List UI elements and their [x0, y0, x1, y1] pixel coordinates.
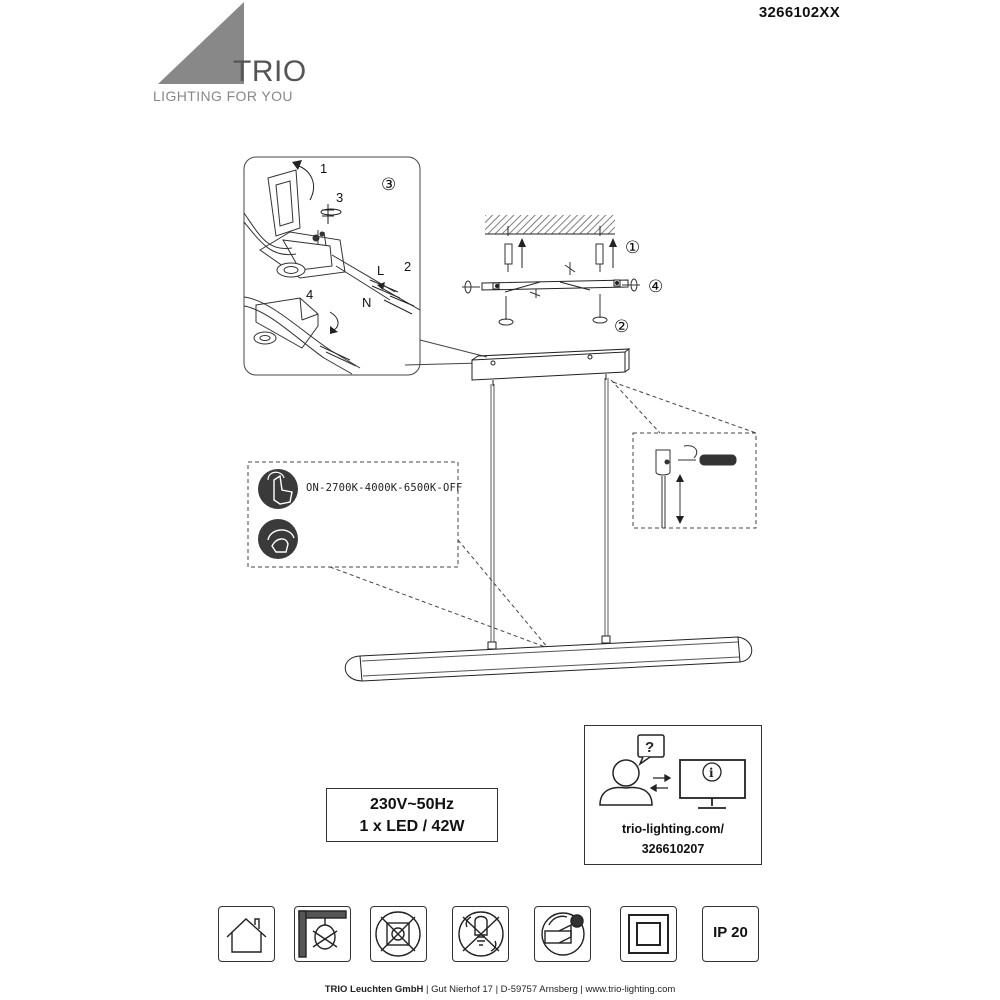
- online-info-box: trio-lighting.com/ 326610207: [584, 725, 762, 865]
- suspension-wire-left: [490, 384, 495, 646]
- switch-sequence-label: ON-2700K-4000K-6500K-OFF: [306, 482, 463, 494]
- indoor-house-icon: [218, 906, 275, 962]
- swipe-icon: [258, 519, 298, 559]
- step-1-label: 1: [320, 161, 327, 176]
- ip-rating-icon: IP 20: [702, 906, 759, 962]
- monitor-info-icon: [679, 759, 746, 809]
- wire-label-l: L: [377, 263, 384, 278]
- info-url[interactable]: trio-lighting.com/ 326610207: [585, 819, 761, 859]
- info-url-line1: trio-lighting.com/: [621, 822, 725, 836]
- footer-address: | Gut Nierhof 17 | D-59757 Arnsberg | ww…: [423, 984, 676, 995]
- person-icon: [599, 759, 653, 806]
- touch-icon: [258, 469, 298, 509]
- rotate-arrow-1: [295, 164, 314, 201]
- brand-logo-triangle: [158, 2, 244, 84]
- spec-box: 230V~50Hz 1 x LED / 42W: [326, 788, 498, 842]
- lamp-label: 1 x LED / 42W: [359, 818, 465, 835]
- wire-label-n: N: [362, 295, 371, 310]
- step-3-label: 3: [336, 190, 343, 205]
- circle-number-4: ④: [648, 277, 663, 297]
- ceiling-lamp-icon: [294, 906, 351, 962]
- no-dimming-icon: [370, 906, 427, 962]
- article-number: 3266102XX: [758, 4, 840, 21]
- suspension-wire-right: [604, 378, 609, 640]
- led-not-replaceable-icon: [452, 906, 509, 962]
- mounting-bracket-drawing: [243, 169, 396, 301]
- step-2-label: 2: [404, 259, 411, 274]
- circle-number-2: ②: [614, 317, 629, 337]
- plate-screws: [462, 262, 640, 326]
- info-url-line2: 326610207: [641, 842, 705, 856]
- switch-info-box: [247, 461, 459, 568]
- circle-number-3: ③: [381, 175, 396, 195]
- brand-tagline: LIGHTING FOR YOU: [153, 88, 293, 104]
- ceiling-hatch: [485, 215, 615, 234]
- wall-plugs: [504, 243, 604, 272]
- question-bubble-icon: [637, 734, 665, 767]
- voltage-label: 230V~50Hz: [369, 796, 455, 813]
- cable-clamp-drawing: [243, 296, 361, 375]
- protection-class-2-icon: [620, 906, 677, 962]
- wire-gripper-drawing: [655, 445, 737, 528]
- brand-name: TRIO: [233, 55, 307, 88]
- mounting-plate: [481, 279, 629, 291]
- exchange-arrows-icon: [649, 773, 672, 793]
- footer: TRIO Leuchten GmbH | Gut Nierhof 17 | D-…: [0, 984, 1000, 995]
- wiring-detail-box: [243, 156, 421, 376]
- wire-adjuster-detail-box: [632, 432, 757, 529]
- svg-text:?: ?: [645, 739, 654, 756]
- svg-text:i: i: [709, 766, 714, 780]
- light-source-recycling-icon: [534, 906, 591, 962]
- circle-number-1: ①: [625, 238, 640, 258]
- ceiling-canopy: [471, 351, 626, 381]
- ip-rating-label: IP 20: [713, 924, 748, 941]
- footer-company: TRIO Leuchten GmbH: [324, 984, 424, 995]
- step-4-label: 4: [306, 287, 313, 302]
- pendant-lamp-bar: [344, 636, 753, 682]
